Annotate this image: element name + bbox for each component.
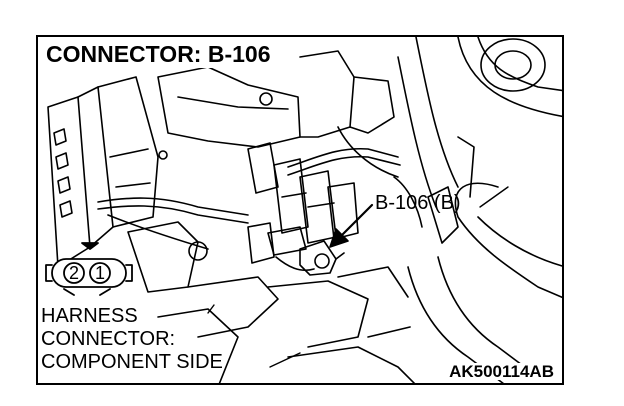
callout-label: B-106 (B) bbox=[375, 192, 461, 214]
figure-code: AK500114AB bbox=[447, 362, 556, 381]
connector-title: CONNECTOR: B-106 bbox=[44, 41, 275, 68]
engine-bay-illustration: 2 1 bbox=[45, 37, 562, 383]
harness-line: COMPONENT SIDE bbox=[41, 351, 223, 373]
harness-connector-caption: HARNESS CONNECTOR: COMPONENT SIDE bbox=[41, 305, 223, 374]
pin-label-1: 1 bbox=[95, 263, 105, 283]
connector-assembly bbox=[247, 142, 359, 272]
harness-line: HARNESS bbox=[41, 305, 138, 327]
diagram-frame: 2 1 CONNECTOR: B-106 B-106 (B) HARNESS C… bbox=[36, 35, 564, 385]
callout-leader bbox=[329, 186, 509, 248]
pin-2-circle bbox=[63, 262, 85, 284]
pin-label-2: 2 bbox=[69, 263, 79, 283]
left-bracket bbox=[47, 76, 159, 268]
lower-chassis bbox=[127, 136, 475, 383]
upper-housing bbox=[157, 50, 395, 160]
b106-sensor bbox=[299, 240, 345, 276]
intake-hose bbox=[397, 37, 562, 383]
pin-1-circle bbox=[89, 262, 111, 284]
harness-line: CONNECTOR: bbox=[41, 328, 176, 350]
harness-connector-symbol: 2 1 bbox=[45, 242, 133, 296]
wiring-harness bbox=[97, 126, 423, 250]
harness-leader bbox=[207, 304, 301, 368]
